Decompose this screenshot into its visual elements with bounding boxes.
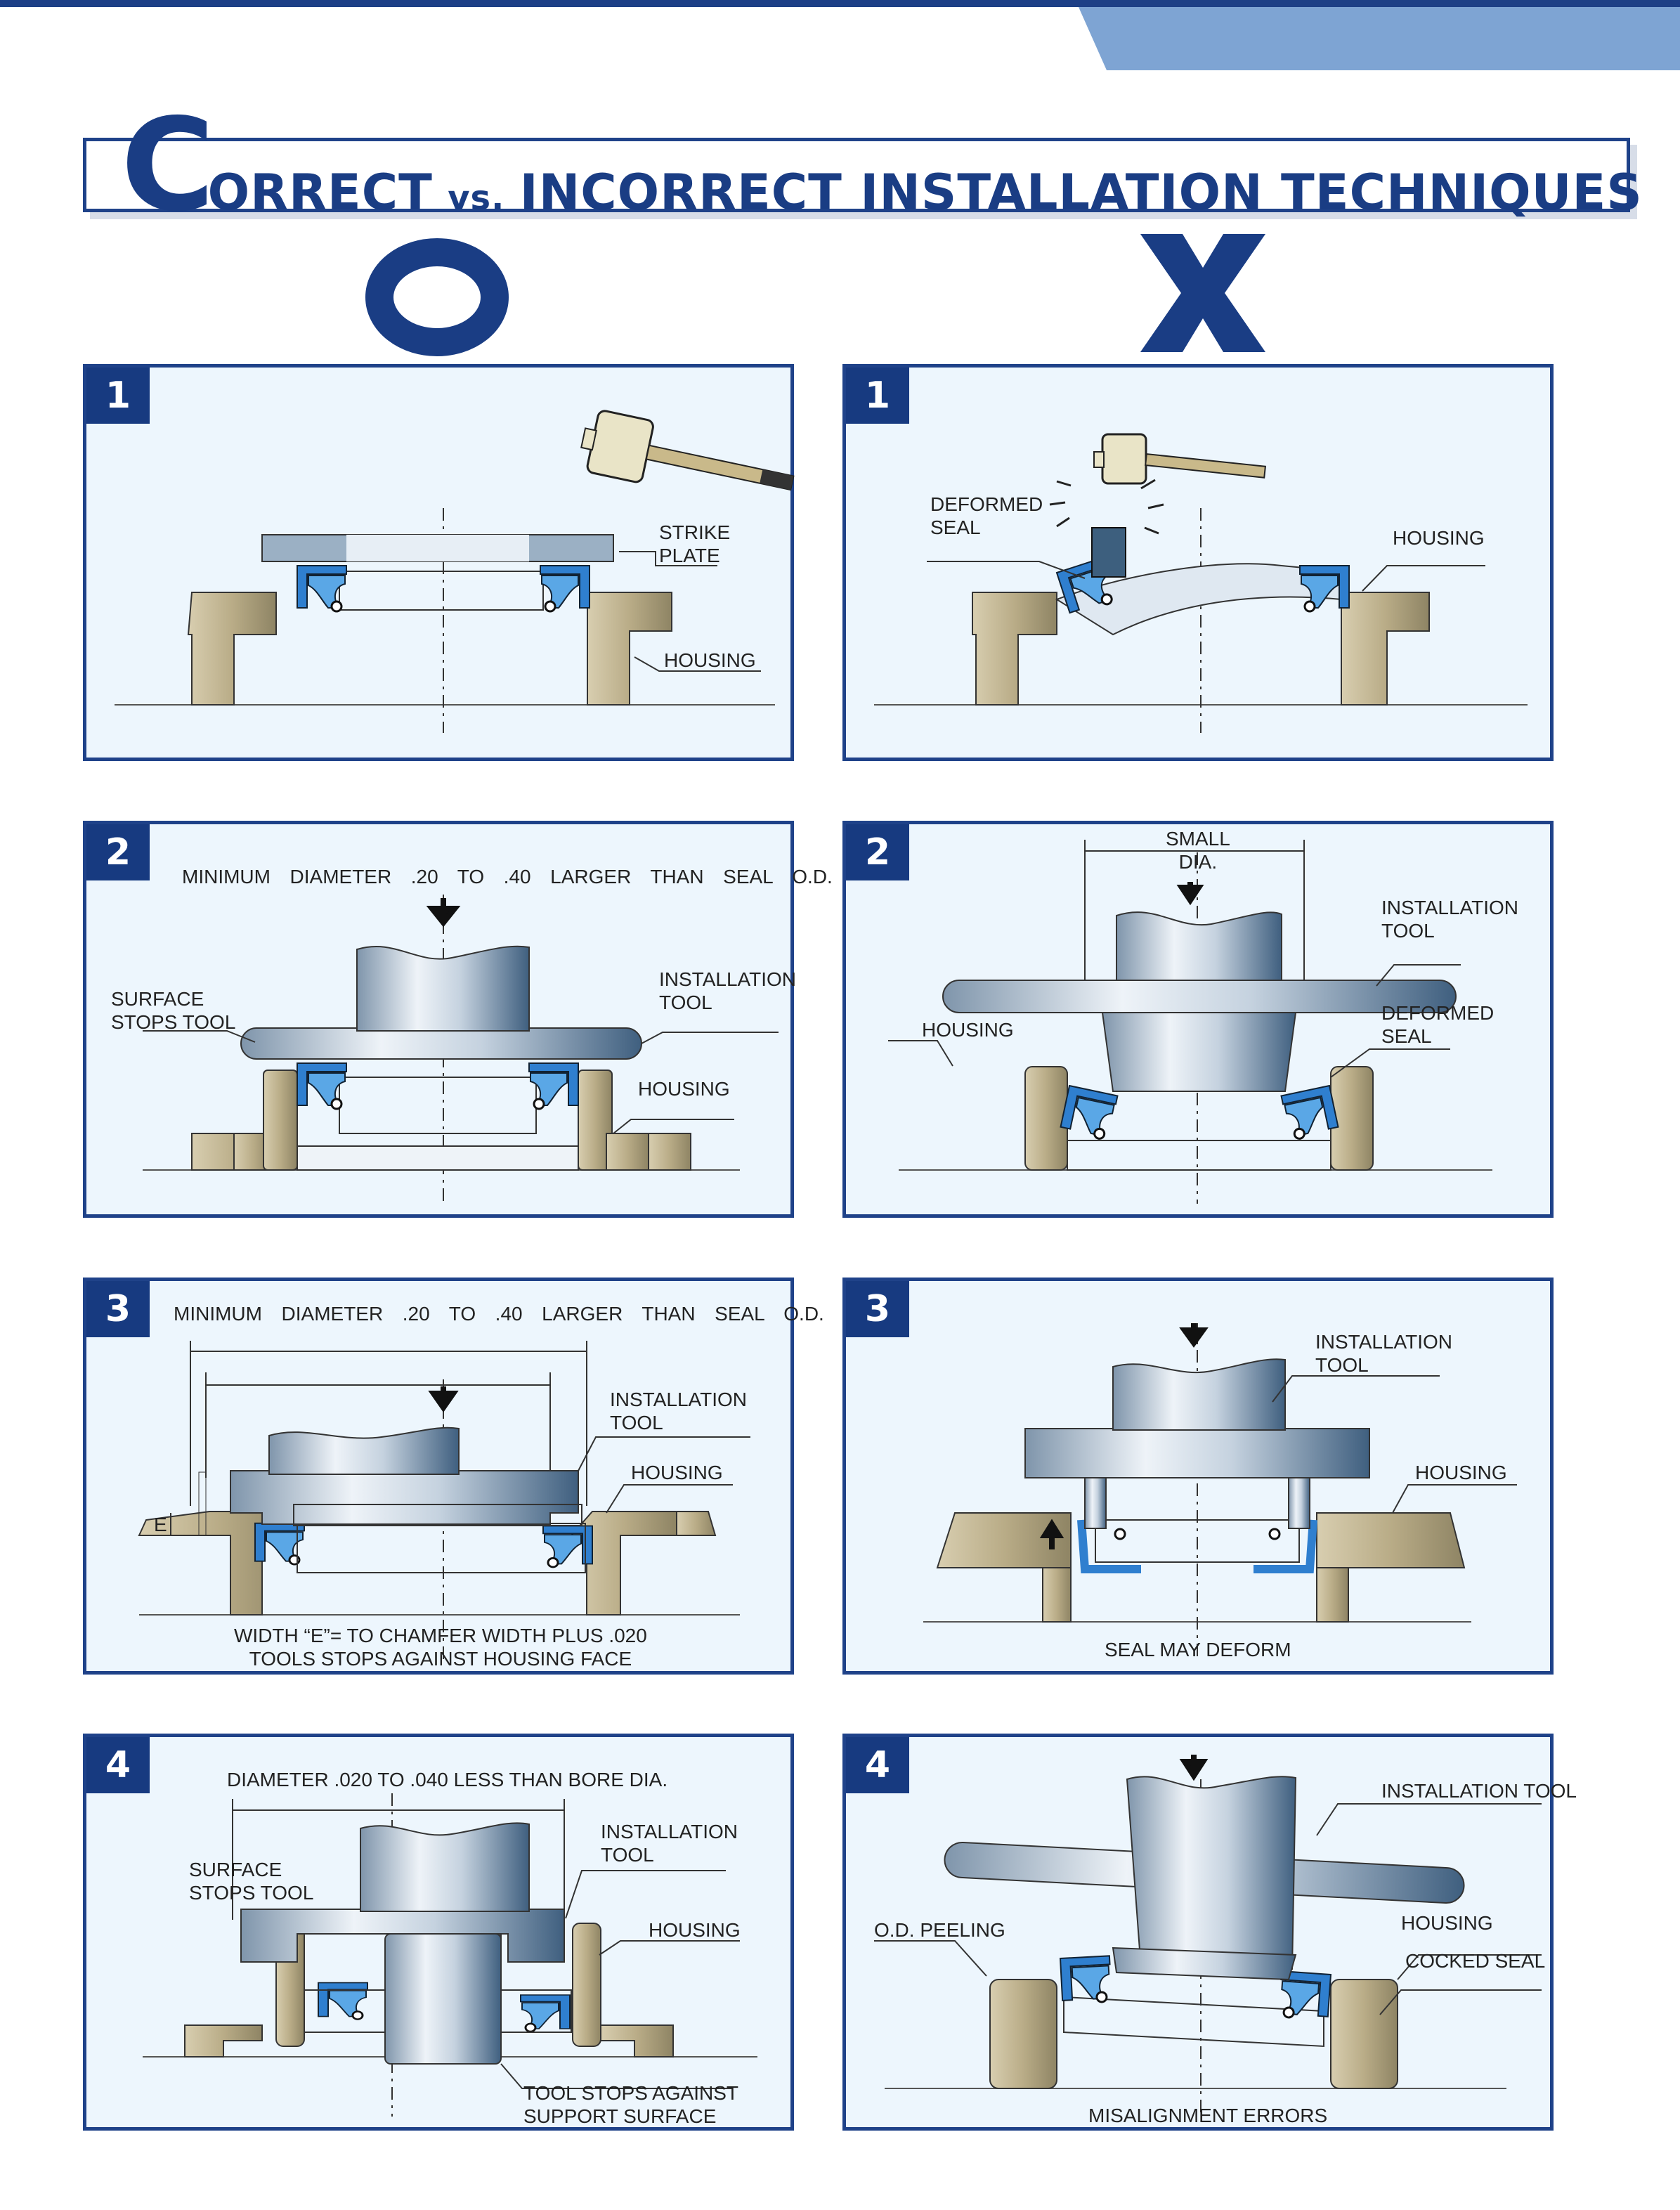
incorrect-panel-4: 4 INSTALLATION TOOL O.D. PEELING HOUSING… <box>842 1734 1577 2131</box>
installation-tool-label: INSTALLATION TOOL <box>601 1821 738 1866</box>
od-peeling-label: O.D. PEELING <box>874 1919 1005 1941</box>
title-part1: ORRECT <box>207 164 451 221</box>
caption: MINIMUM DIAMETER .20 TO .40 LARGER THAN … <box>182 866 833 888</box>
e-label: E <box>154 1514 167 1535</box>
caption: DIAMETER .020 TO .040 LESS THAN BORE DIA… <box>227 1769 668 1790</box>
diagram-incorrect-4 <box>874 1755 1542 2117</box>
installation-tool-label: INSTALLATION TOOL <box>659 968 797 1013</box>
diagram-strike-plate <box>115 410 795 733</box>
title-box <box>83 138 1630 212</box>
circle-o-icon <box>365 238 509 356</box>
housing-label: HOUSING <box>1393 527 1485 549</box>
footer-note: TOOL STOPS AGAINST SUPPORT SURFACE <box>523 2082 739 2127</box>
panel-number: 3 <box>86 1281 150 1337</box>
strike-plate-label: STRIKE PLATE <box>659 521 731 566</box>
diagram-incorrect-2 <box>888 840 1492 1204</box>
panel-number: 2 <box>86 824 150 880</box>
cross-x-icon <box>1140 234 1265 352</box>
correct-panel-2: 2 MINIMUM DIAMETER .20 TO .40 LARGER THA… <box>83 821 833 1218</box>
top-bar <box>0 0 1680 7</box>
housing-label: HOUSING <box>1415 1462 1507 1483</box>
housing-label: HOUSING <box>649 1919 741 1941</box>
incorrect-panel-1: 1 DEFORMED SEAL HOUSING <box>842 364 1554 761</box>
surface-stops-tool-label: SURFACE STOPS TOOL <box>189 1859 314 1904</box>
page-title: CORRECT vs. INCORRECT INSTALLATION TECHN… <box>121 101 1643 229</box>
correct-panel-1: 1 STRIKE PLATE HOUSING <box>83 364 795 761</box>
deformed-seal-label: DEFORMED SEAL <box>930 493 1043 538</box>
panel-number: 4 <box>86 1737 150 1793</box>
panel-number: 2 <box>846 824 909 880</box>
footer-note: MISALIGNMENT ERRORS <box>1088 2105 1328 2126</box>
title-first-letter: C <box>121 91 215 240</box>
title-part2: INCORRECT INSTALLATION TECHNIQUES <box>502 164 1643 221</box>
top-wedge <box>1079 7 1680 70</box>
installation-tool-label: INSTALLATION TOOL <box>610 1389 748 1434</box>
panel-number: 4 <box>846 1737 909 1793</box>
installation-tool-label: INSTALLATION TOOL <box>1315 1331 1453 1376</box>
diagram-correct-3 <box>138 1341 750 1660</box>
panel-number: 1 <box>86 368 150 424</box>
diagram-incorrect-3 <box>923 1323 1517 1660</box>
housing-label: HOUSING <box>1401 1912 1493 1934</box>
deformed-seal-label: DEFORMED SEAL <box>1381 1002 1495 1047</box>
incorrect-panel-2: 2 SMALL DIA. INSTALLATION TOOL HOUSING D… <box>842 821 1554 1218</box>
footer-note: WIDTH “E”= TO CHAMFER WIDTH PLUS .020 TO… <box>234 1625 647 1670</box>
installation-tool-label: INSTALLATION TOOL <box>1381 1780 1577 1802</box>
caption: MINIMUM DIAMETER .20 TO .40 LARGER THAN … <box>174 1303 824 1325</box>
panel-number: 3 <box>846 1281 909 1337</box>
diagram-deformed-seal <box>874 433 1528 733</box>
housing-label: HOUSING <box>664 649 756 671</box>
title-vs: vs. <box>448 178 505 218</box>
cocked-seal-label: COCKED SEAL <box>1405 1950 1546 1972</box>
footer-note: SEAL MAY DEFORM <box>1105 1639 1291 1660</box>
surface-stops-tool-label: SURFACE STOPS TOOL <box>111 988 236 1033</box>
small-dia-label: SMALL DIA. <box>1166 828 1230 873</box>
housing-label: HOUSING <box>638 1078 730 1100</box>
correct-panel-4: 4 DIAMETER .020 TO .040 LESS THAN BORE D… <box>83 1734 794 2131</box>
incorrect-panel-3: 3 INSTALLATION TOOL HOUSING SEAL MAY DEF… <box>842 1278 1554 1675</box>
diagram-correct-4 <box>143 1793 757 2117</box>
housing-label: HOUSING <box>922 1019 1014 1041</box>
diagram-correct-2 <box>143 895 779 1204</box>
installation-tool-label: INSTALLATION TOOL <box>1381 897 1519 942</box>
housing-label: HOUSING <box>631 1462 723 1483</box>
panel-number: 1 <box>846 368 909 424</box>
correct-panel-3: 3 MINIMUM DIAMETER .20 TO .40 LARGER THA… <box>83 1278 824 1675</box>
